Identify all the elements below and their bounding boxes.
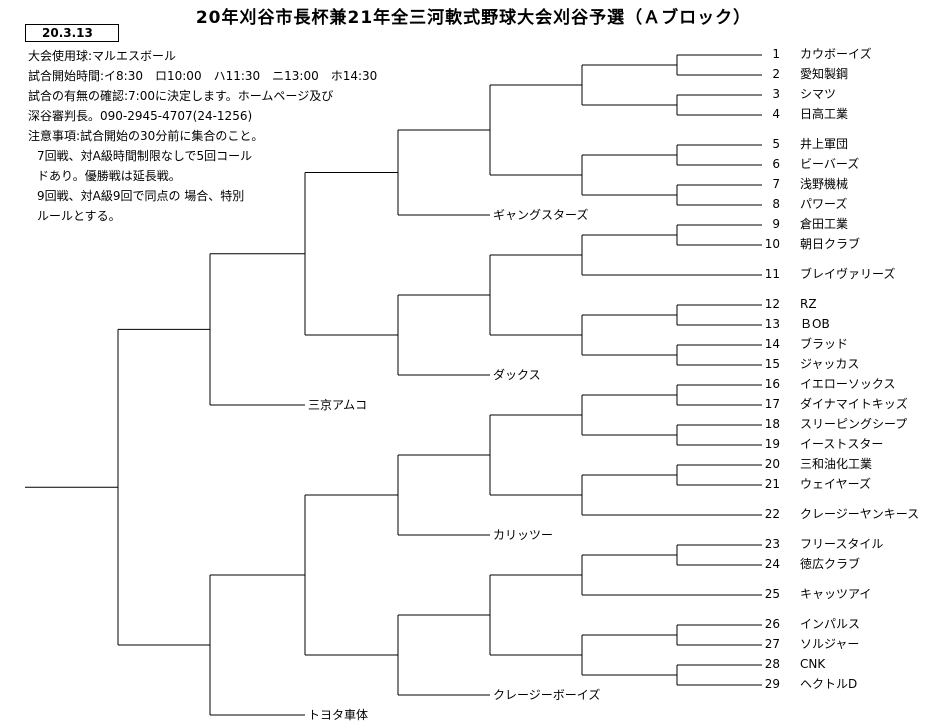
note-rule-1: 7回戦、対A級時間制限なしで5回コール: [37, 149, 253, 163]
team-number: 23: [764, 537, 780, 551]
team-name: ブラッド: [800, 337, 849, 351]
team-name: クレージーヤンキース: [800, 507, 920, 521]
team-number: 21: [764, 477, 780, 491]
team-number: 1: [772, 47, 780, 61]
team-number: 11: [764, 267, 780, 281]
team-name: 日高工業: [800, 107, 849, 121]
team-name: ビーバーズ: [800, 157, 860, 171]
team-number: 15: [764, 357, 780, 371]
team-name: 浅野機械: [800, 177, 849, 191]
page-title: 20年刈谷市長杯兼21年全三河軟式野球大会刈谷予選（Ａブロック）: [195, 8, 752, 28]
team-number: 3: [772, 87, 780, 101]
team-name: フリースタイル: [800, 537, 884, 551]
winner-label: ダックス: [493, 368, 541, 382]
team-name: CNK: [800, 657, 826, 671]
team-number: 16: [764, 377, 780, 391]
note-rule-4: ルールとする。: [37, 209, 121, 223]
team-number: 18: [764, 417, 780, 431]
team-name: インパルス: [800, 617, 861, 631]
team-number: 22: [764, 507, 780, 521]
team-name: 井上軍団: [800, 137, 849, 151]
note-caution: 注意事項:試合開始の30分前に集合のこと。: [28, 129, 264, 143]
team-name: 朝日クラブ: [800, 237, 861, 251]
team-name: イエローソックス: [800, 377, 896, 391]
team-name: 徳広クラブ: [800, 557, 861, 571]
team-number: 24: [764, 557, 780, 571]
note-rule-2: ドあり。優勝戦は延長戦。: [37, 169, 181, 183]
team-name: パワーズ: [800, 197, 848, 211]
team-number: 4: [772, 107, 780, 121]
note-rule-3: 9回戦、対A級9回で同点の 場合、特別: [37, 189, 245, 203]
team-name: RZ: [800, 297, 817, 311]
note-ball: 大会使用球:マルエスボール: [28, 49, 177, 63]
team-name: イーストスター: [800, 437, 884, 451]
team-number: 17: [764, 397, 780, 411]
team-number: 9: [772, 217, 780, 231]
team-number: 27: [764, 637, 780, 651]
team-number: 20: [764, 457, 780, 471]
team-number: 13: [764, 317, 780, 331]
team-number: 12: [764, 297, 780, 311]
team-number: 7: [772, 177, 780, 191]
winner-label: カリッツー: [493, 528, 554, 542]
team-name: ソルジャー: [800, 637, 860, 651]
team-number: 25: [764, 587, 780, 601]
winner-label: トヨタ車体: [308, 708, 369, 722]
note-start-times: 試合開始時間:イ8:30 ロ10:00 ハ11:30 ニ13:00 ホ14:30: [28, 69, 378, 83]
team-number: 19: [764, 437, 780, 451]
team-number: 8: [772, 197, 780, 211]
team-number: 2: [772, 67, 780, 81]
team-name: スリーピングシープ: [800, 417, 908, 431]
team-name: キャッツアイ: [800, 587, 872, 601]
team-number: 14: [764, 337, 780, 351]
team-number: 6: [772, 157, 780, 171]
team-number: 10: [764, 237, 780, 251]
team-name: ブレイヴァリーズ: [800, 267, 896, 281]
team-number: 29: [764, 677, 780, 691]
team-name: ヘクトルD: [800, 677, 858, 691]
date-box: 20.3.13: [25, 24, 119, 42]
team-name: ジャッカス: [800, 357, 860, 371]
team-number: 5: [772, 137, 780, 151]
team-name: 倉田工業: [800, 217, 849, 231]
team-name: カウボーイズ: [800, 47, 872, 61]
team-number: 26: [764, 617, 780, 631]
team-name: 三和油化工業: [800, 457, 873, 471]
team-name: ＢOB: [800, 317, 830, 331]
team-number: 28: [764, 657, 780, 671]
team-name: ダイナマイトキッズ: [800, 397, 908, 411]
winner-label: 三京アムコ: [308, 398, 368, 412]
team-name: シマツ: [800, 87, 837, 101]
team-name: ウェイヤーズ: [800, 477, 872, 491]
note-confirmation: 試合の有無の確認:7:00に決定します。ホームページ及び: [28, 89, 334, 103]
winner-label: ギャングスターズ: [493, 208, 589, 222]
team-name: 愛知製鋼: [800, 67, 849, 81]
note-contact: 深谷審判長。090-2945-4707(24-1256): [28, 109, 253, 123]
winner-label: クレージーボーイズ: [493, 688, 601, 702]
